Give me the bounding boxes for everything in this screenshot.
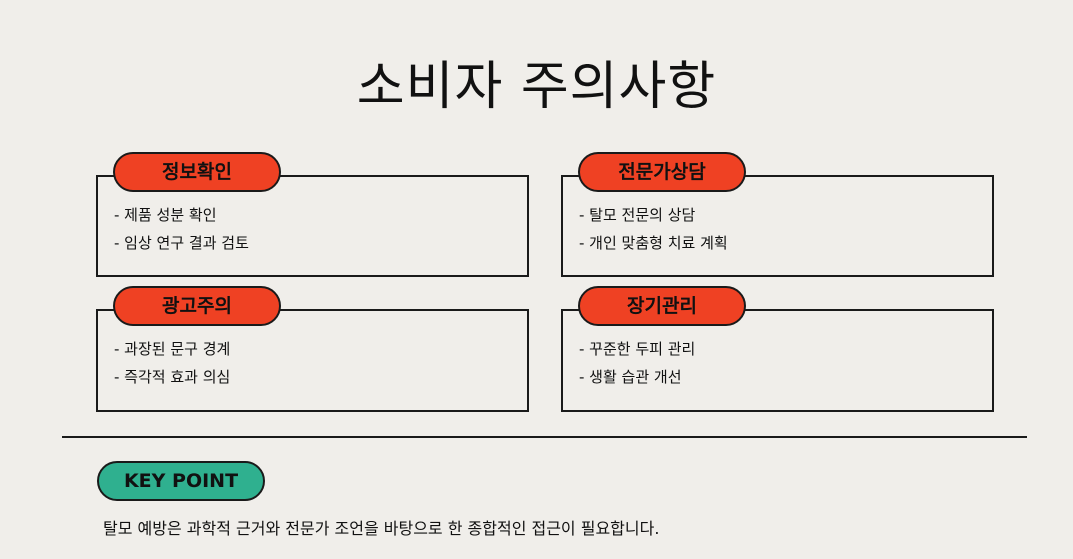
card-label-info-check: 정보확인 bbox=[113, 152, 281, 192]
list-item: - 꾸준한 두피 관리 bbox=[579, 340, 696, 358]
card-item-list: - 과장된 문구 경계 - 즉각적 효과 의심 bbox=[114, 335, 230, 391]
card-label-expert-consult: 전문가상담 bbox=[578, 152, 746, 192]
list-item: - 탈모 전문의 상담 bbox=[579, 206, 696, 224]
section-divider bbox=[62, 436, 1027, 438]
card-label-ad-caution: 광고주의 bbox=[113, 286, 281, 326]
key-point-text: 탈모 예방은 과학적 근거와 전문가 조언을 바탕으로 한 종합적인 접근이 필… bbox=[103, 519, 660, 538]
list-item: - 제품 성분 확인 bbox=[114, 206, 217, 224]
page-title: 소비자 주의사항 bbox=[356, 57, 717, 117]
list-item: - 개인 맞춤형 치료 계획 bbox=[579, 234, 728, 252]
card-item-list: - 제품 성분 확인 - 임상 연구 결과 검토 bbox=[114, 201, 249, 257]
card-info-check: - 제품 성분 확인 - 임상 연구 결과 검토 bbox=[96, 175, 529, 277]
card-ad-caution: - 과장된 문구 경계 - 즉각적 효과 의심 bbox=[96, 309, 529, 412]
list-item: - 생활 습관 개선 bbox=[579, 368, 682, 386]
card-label-long-term-care: 장기관리 bbox=[578, 286, 746, 326]
list-item: - 과장된 문구 경계 bbox=[114, 340, 231, 358]
list-item: - 임상 연구 결과 검토 bbox=[114, 234, 249, 252]
card-expert-consult: - 탈모 전문의 상담 - 개인 맞춤형 치료 계획 bbox=[561, 175, 994, 277]
list-item: - 즉각적 효과 의심 bbox=[114, 368, 231, 386]
card-long-term-care: - 꾸준한 두피 관리 - 생활 습관 개선 bbox=[561, 309, 994, 412]
key-point-badge: KEY POINT bbox=[97, 461, 265, 501]
card-item-list: - 꾸준한 두피 관리 - 생활 습관 개선 bbox=[579, 335, 695, 391]
card-item-list: - 탈모 전문의 상담 - 개인 맞춤형 치료 계획 bbox=[579, 201, 728, 257]
